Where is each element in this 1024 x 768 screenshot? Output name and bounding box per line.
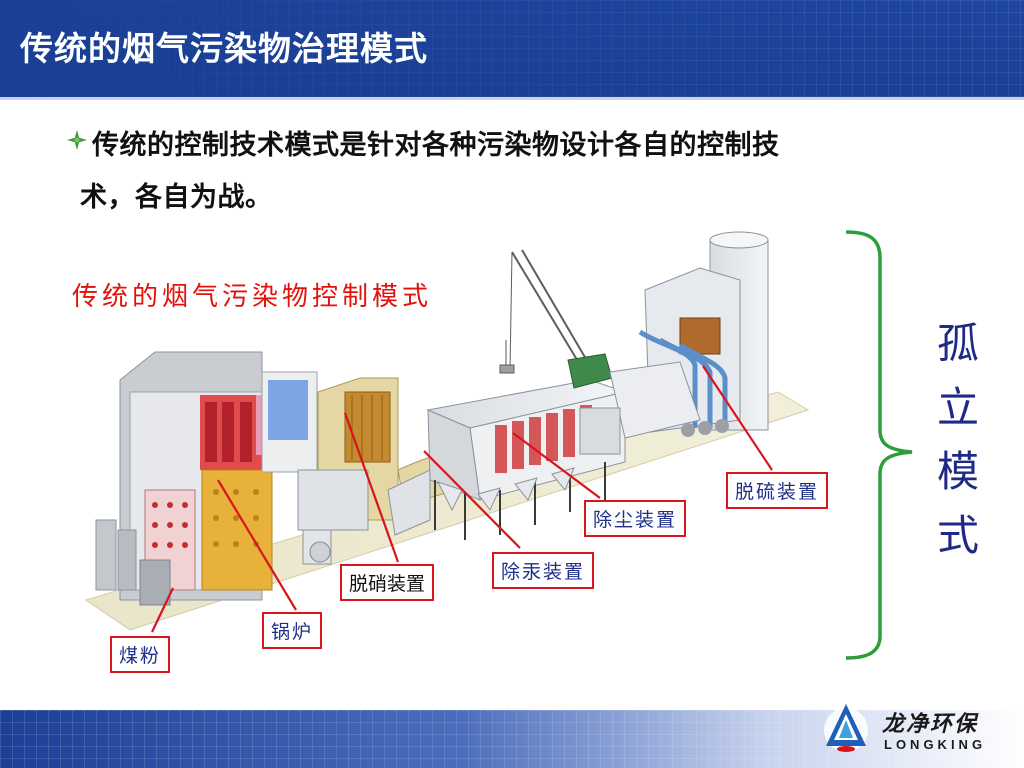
side-label-char-4: 式 [936, 511, 979, 560]
coal-silos [95, 519, 171, 606]
logo-english-name: LONGKING [884, 737, 987, 752]
callout-dust-removal: 除尘装置 [584, 500, 687, 537]
slide-header: 传统的烟气污染物治理模式 [0, 0, 1024, 97]
boiler-building [119, 351, 318, 601]
callout-boiler: 锅炉 [262, 612, 323, 649]
longking-logo-icon [824, 704, 868, 752]
header-gradient [0, 0, 1024, 97]
bullet-line-1: 传统的控制技术模式是针对各种污染物设计各自的控制技 [92, 130, 780, 161]
callout-mercury-removal: 除汞装置 [492, 552, 595, 589]
slide-title: 传统的烟气污染物治理模式 [20, 29, 428, 68]
flue-duct-2 [387, 469, 431, 536]
bullet-line-2: 术，各自为战。 [80, 182, 273, 213]
construction-crane [499, 249, 613, 389]
callout-coal-powder: 煤粉 [110, 636, 171, 673]
header-divider [0, 97, 1024, 100]
logo-chinese-name: 龙净环保 [882, 711, 979, 737]
callout-leaders [151, 365, 773, 633]
side-label-char-3: 模 [936, 447, 979, 496]
callout-denitrification: 脱硝装置 [340, 564, 435, 601]
diagram-title: 传统的烟气污染物控制模式 [72, 282, 433, 312]
bullet-point: 传统的控制技术模式是针对各种污染物设计各自的控制技 术，各自为战。 [80, 120, 972, 224]
fgd-tower-and-stack [579, 231, 769, 455]
isolated-mode-label: 孤 立 模 式 [928, 312, 988, 568]
callout-desulfurization: 脱硫装置 [726, 472, 829, 509]
scr-denitrification-unit [297, 377, 399, 565]
diamond-star-bullet-icon [67, 130, 87, 150]
side-label-char-1: 孤 [936, 319, 979, 368]
side-label-char-2: 立 [936, 383, 979, 432]
